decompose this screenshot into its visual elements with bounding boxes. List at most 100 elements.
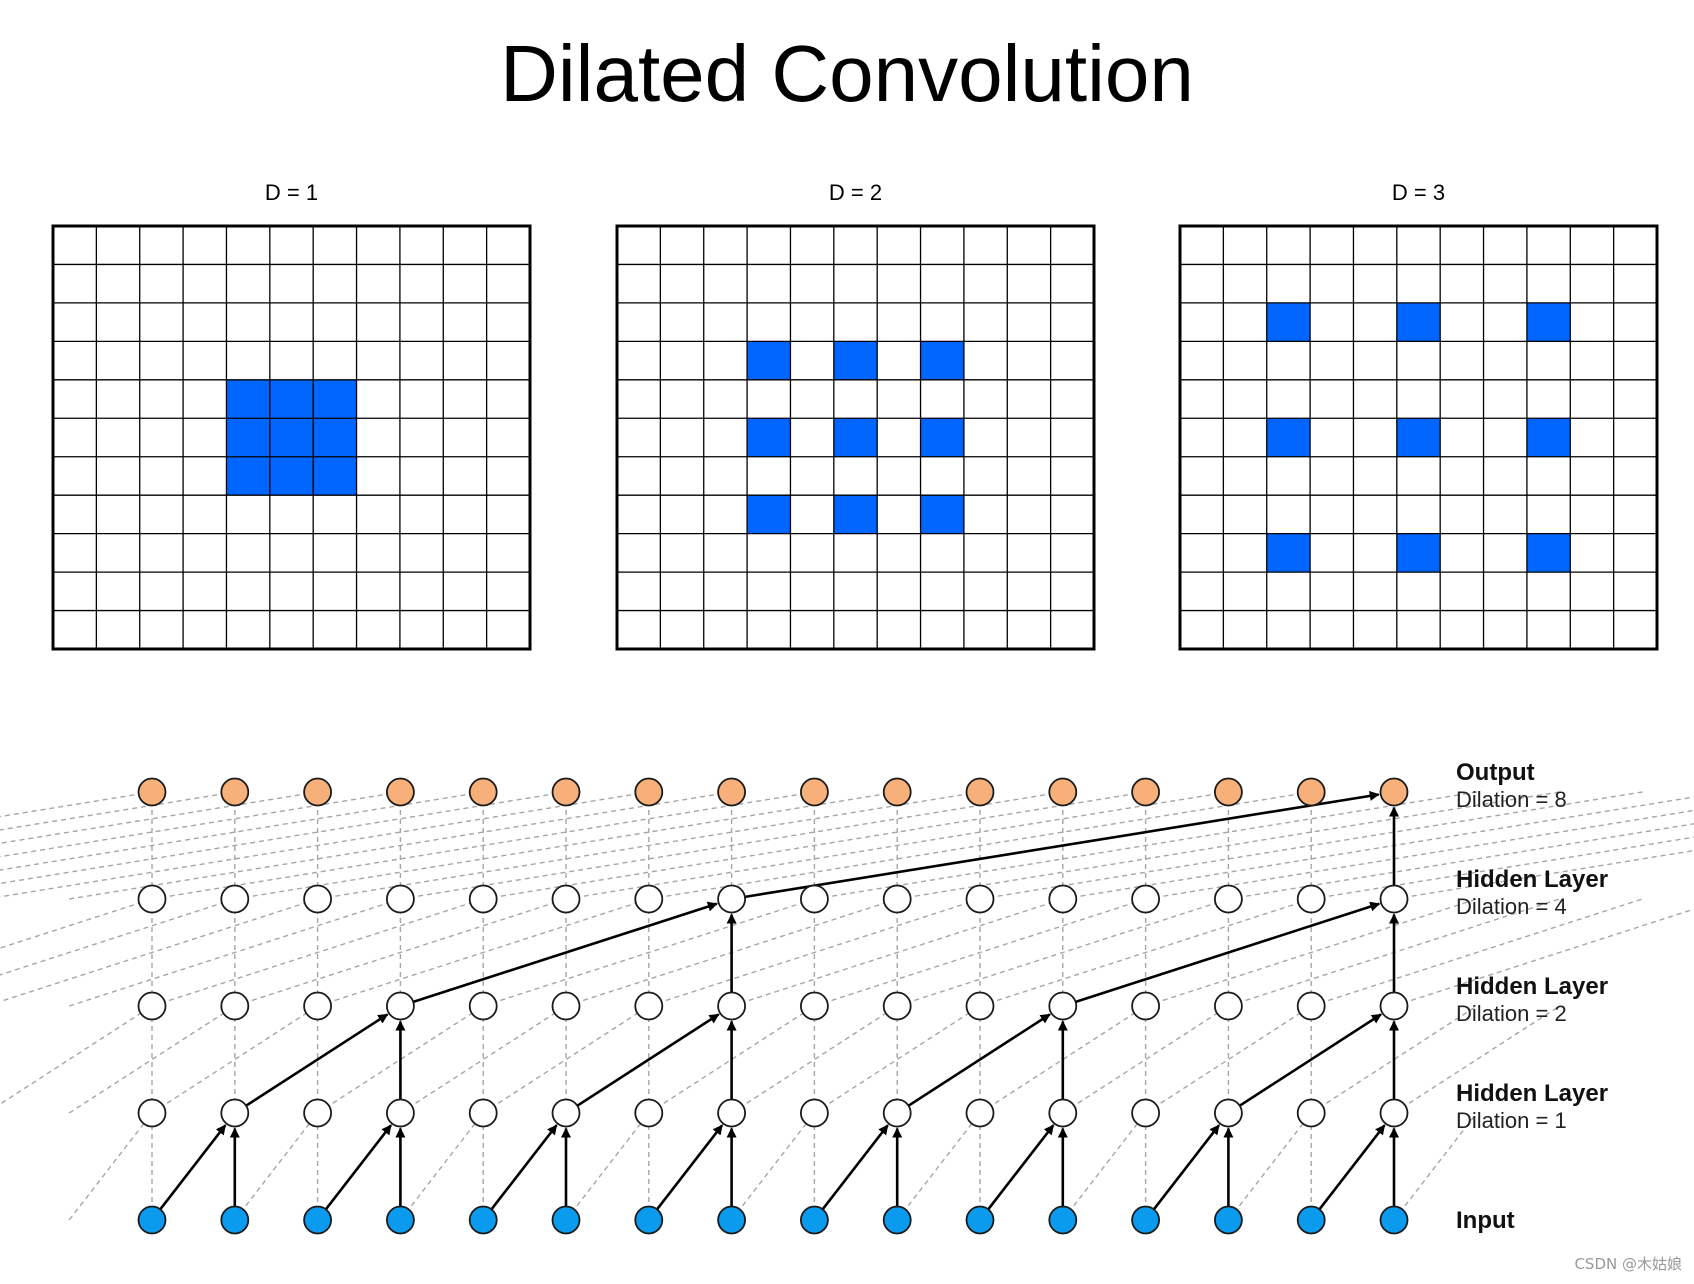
active-connection-arrow (1152, 1124, 1220, 1211)
input-node (1214, 1205, 1243, 1235)
dashed-diagonal (565, 791, 1229, 900)
hidden2-node (634, 991, 664, 1021)
layer-name-label: Input (1456, 1207, 1515, 1234)
dashed-diagonal (0, 791, 567, 885)
hidden1-node (965, 1098, 995, 1128)
active-connection-arrow (744, 790, 1380, 899)
kernel-cell (833, 418, 878, 457)
dashed-diagonal (1062, 1112, 1147, 1221)
dashed-diagonal (565, 1112, 650, 1221)
dashed-diagonal (0, 791, 153, 818)
input-node (634, 1205, 664, 1235)
active-connection-arrow (412, 901, 718, 1004)
hidden4-node (965, 884, 995, 914)
dashed-diagonal (979, 1005, 1146, 1114)
hidden4-node (1214, 884, 1243, 914)
grid-label: D = 2 (829, 180, 882, 205)
output-node (634, 777, 664, 807)
dashed-diagonal (1393, 849, 1694, 900)
hidden2-node (1379, 991, 1409, 1021)
input-node (1048, 1205, 1078, 1235)
layer-name-label: Hidden Layer (1456, 973, 1608, 1000)
layer-name-label: Hidden Layer (1456, 866, 1608, 893)
dashed-diagonal (69, 791, 732, 900)
dashed-diagonal (979, 791, 1643, 900)
kernel-cell (1396, 302, 1441, 342)
hidden4-node (800, 884, 829, 914)
kernel-cell (920, 418, 964, 457)
active-connection-arrow (1239, 1013, 1382, 1107)
active-connection-arrow (987, 1124, 1055, 1211)
dashed-diagonal (731, 1112, 815, 1221)
dashed-diagonal (151, 898, 484, 1007)
output-node (717, 777, 746, 807)
grid-d1: D = 1 (51, 180, 532, 651)
kernel-cell (269, 456, 314, 496)
dashed-diagonal (648, 1005, 815, 1114)
dashed-diagonal (0, 791, 401, 858)
output-node (137, 777, 167, 807)
hidden4-node (634, 884, 664, 914)
dashed-diagonal (1310, 898, 1643, 1007)
dashed-diagonal (483, 791, 1146, 900)
hidden1-node (1048, 1098, 1078, 1128)
layer-dilation-label: Dilation = 4 (1456, 894, 1567, 919)
kernel-cell (1396, 418, 1441, 457)
hidden1-node (468, 1098, 498, 1128)
output-node (1296, 777, 1326, 807)
input-node (385, 1205, 415, 1235)
kernel-cell (1266, 533, 1311, 573)
hidden1-node (303, 1098, 333, 1128)
dashed-diagonal (482, 1005, 650, 1114)
dashed-diagonal (68, 1005, 236, 1114)
active-connection-arrow (324, 1124, 392, 1211)
hidden4-node (385, 884, 415, 914)
output-node (1214, 777, 1243, 807)
hidden1-node (1379, 1098, 1409, 1128)
dashed-diagonal (814, 898, 1146, 1007)
kernel-cell (747, 341, 791, 380)
kernel-cell (1526, 418, 1571, 457)
input-node (1379, 1205, 1409, 1235)
dashed-diagonal (1145, 898, 1478, 1007)
input-node (137, 1205, 167, 1235)
dashed-diagonal (979, 898, 1312, 1007)
kernel-cell (920, 341, 964, 380)
active-connection-arrow (159, 1124, 227, 1211)
dashed-diagonal (234, 898, 567, 1007)
output-node (220, 777, 250, 807)
hidden1-node (551, 1098, 581, 1128)
dashed-diagonal (399, 1112, 484, 1221)
hidden1-node (717, 1098, 746, 1128)
grid-border (51, 224, 532, 651)
grid-d3: D = 3 (1178, 180, 1659, 651)
dashed-diagonal (1393, 1005, 1560, 1114)
kernel-cell (920, 495, 964, 534)
dashed-diagonal (0, 1005, 153, 1106)
hidden4-node (1131, 884, 1160, 914)
dashed-diagonal (1145, 1005, 1312, 1114)
hidden2-node (303, 991, 333, 1021)
kernel-cell (269, 379, 314, 419)
kernel-cell (226, 379, 270, 419)
hidden2-node (551, 991, 581, 1021)
hidden1-node (1296, 1098, 1326, 1128)
kernel-cell (833, 495, 878, 534)
input-node (551, 1205, 581, 1235)
kernel-cell (1396, 533, 1441, 573)
dashed-diagonal (400, 1005, 567, 1114)
dashed-diagonal (648, 791, 1312, 900)
dashed-diagonal (0, 791, 235, 831)
kernel-cell (747, 418, 791, 457)
kernel-cell (313, 456, 357, 496)
dilation-grids: D = 1 D = 2 D = 3 (51, 180, 1659, 651)
input-node (303, 1205, 333, 1235)
kernel-cell (313, 418, 357, 457)
active-connection-arrow (490, 1124, 558, 1211)
dashed-diagonal (897, 791, 1560, 900)
output-node (965, 777, 995, 807)
output-node (303, 777, 333, 807)
hidden4-node (468, 884, 498, 914)
dashed-diagonal (234, 791, 898, 900)
